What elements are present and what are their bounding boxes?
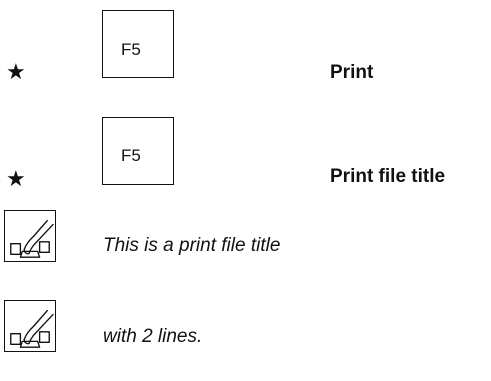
key-label: F5 bbox=[121, 40, 141, 59]
display-line: with 2 lines. bbox=[103, 326, 203, 347]
key-f5 bbox=[102, 10, 174, 78]
keyboard-press-icon bbox=[4, 300, 56, 352]
keyboard-press-icon bbox=[4, 210, 56, 262]
action-label: Print bbox=[330, 62, 374, 83]
star-icon: ★ bbox=[6, 59, 26, 84]
key-label: F5 bbox=[121, 146, 141, 165]
key-f5 bbox=[102, 117, 174, 185]
action-label: Print file title bbox=[330, 166, 446, 187]
star-icon: ★ bbox=[6, 166, 26, 191]
display-line: This is a print file title bbox=[103, 235, 281, 256]
